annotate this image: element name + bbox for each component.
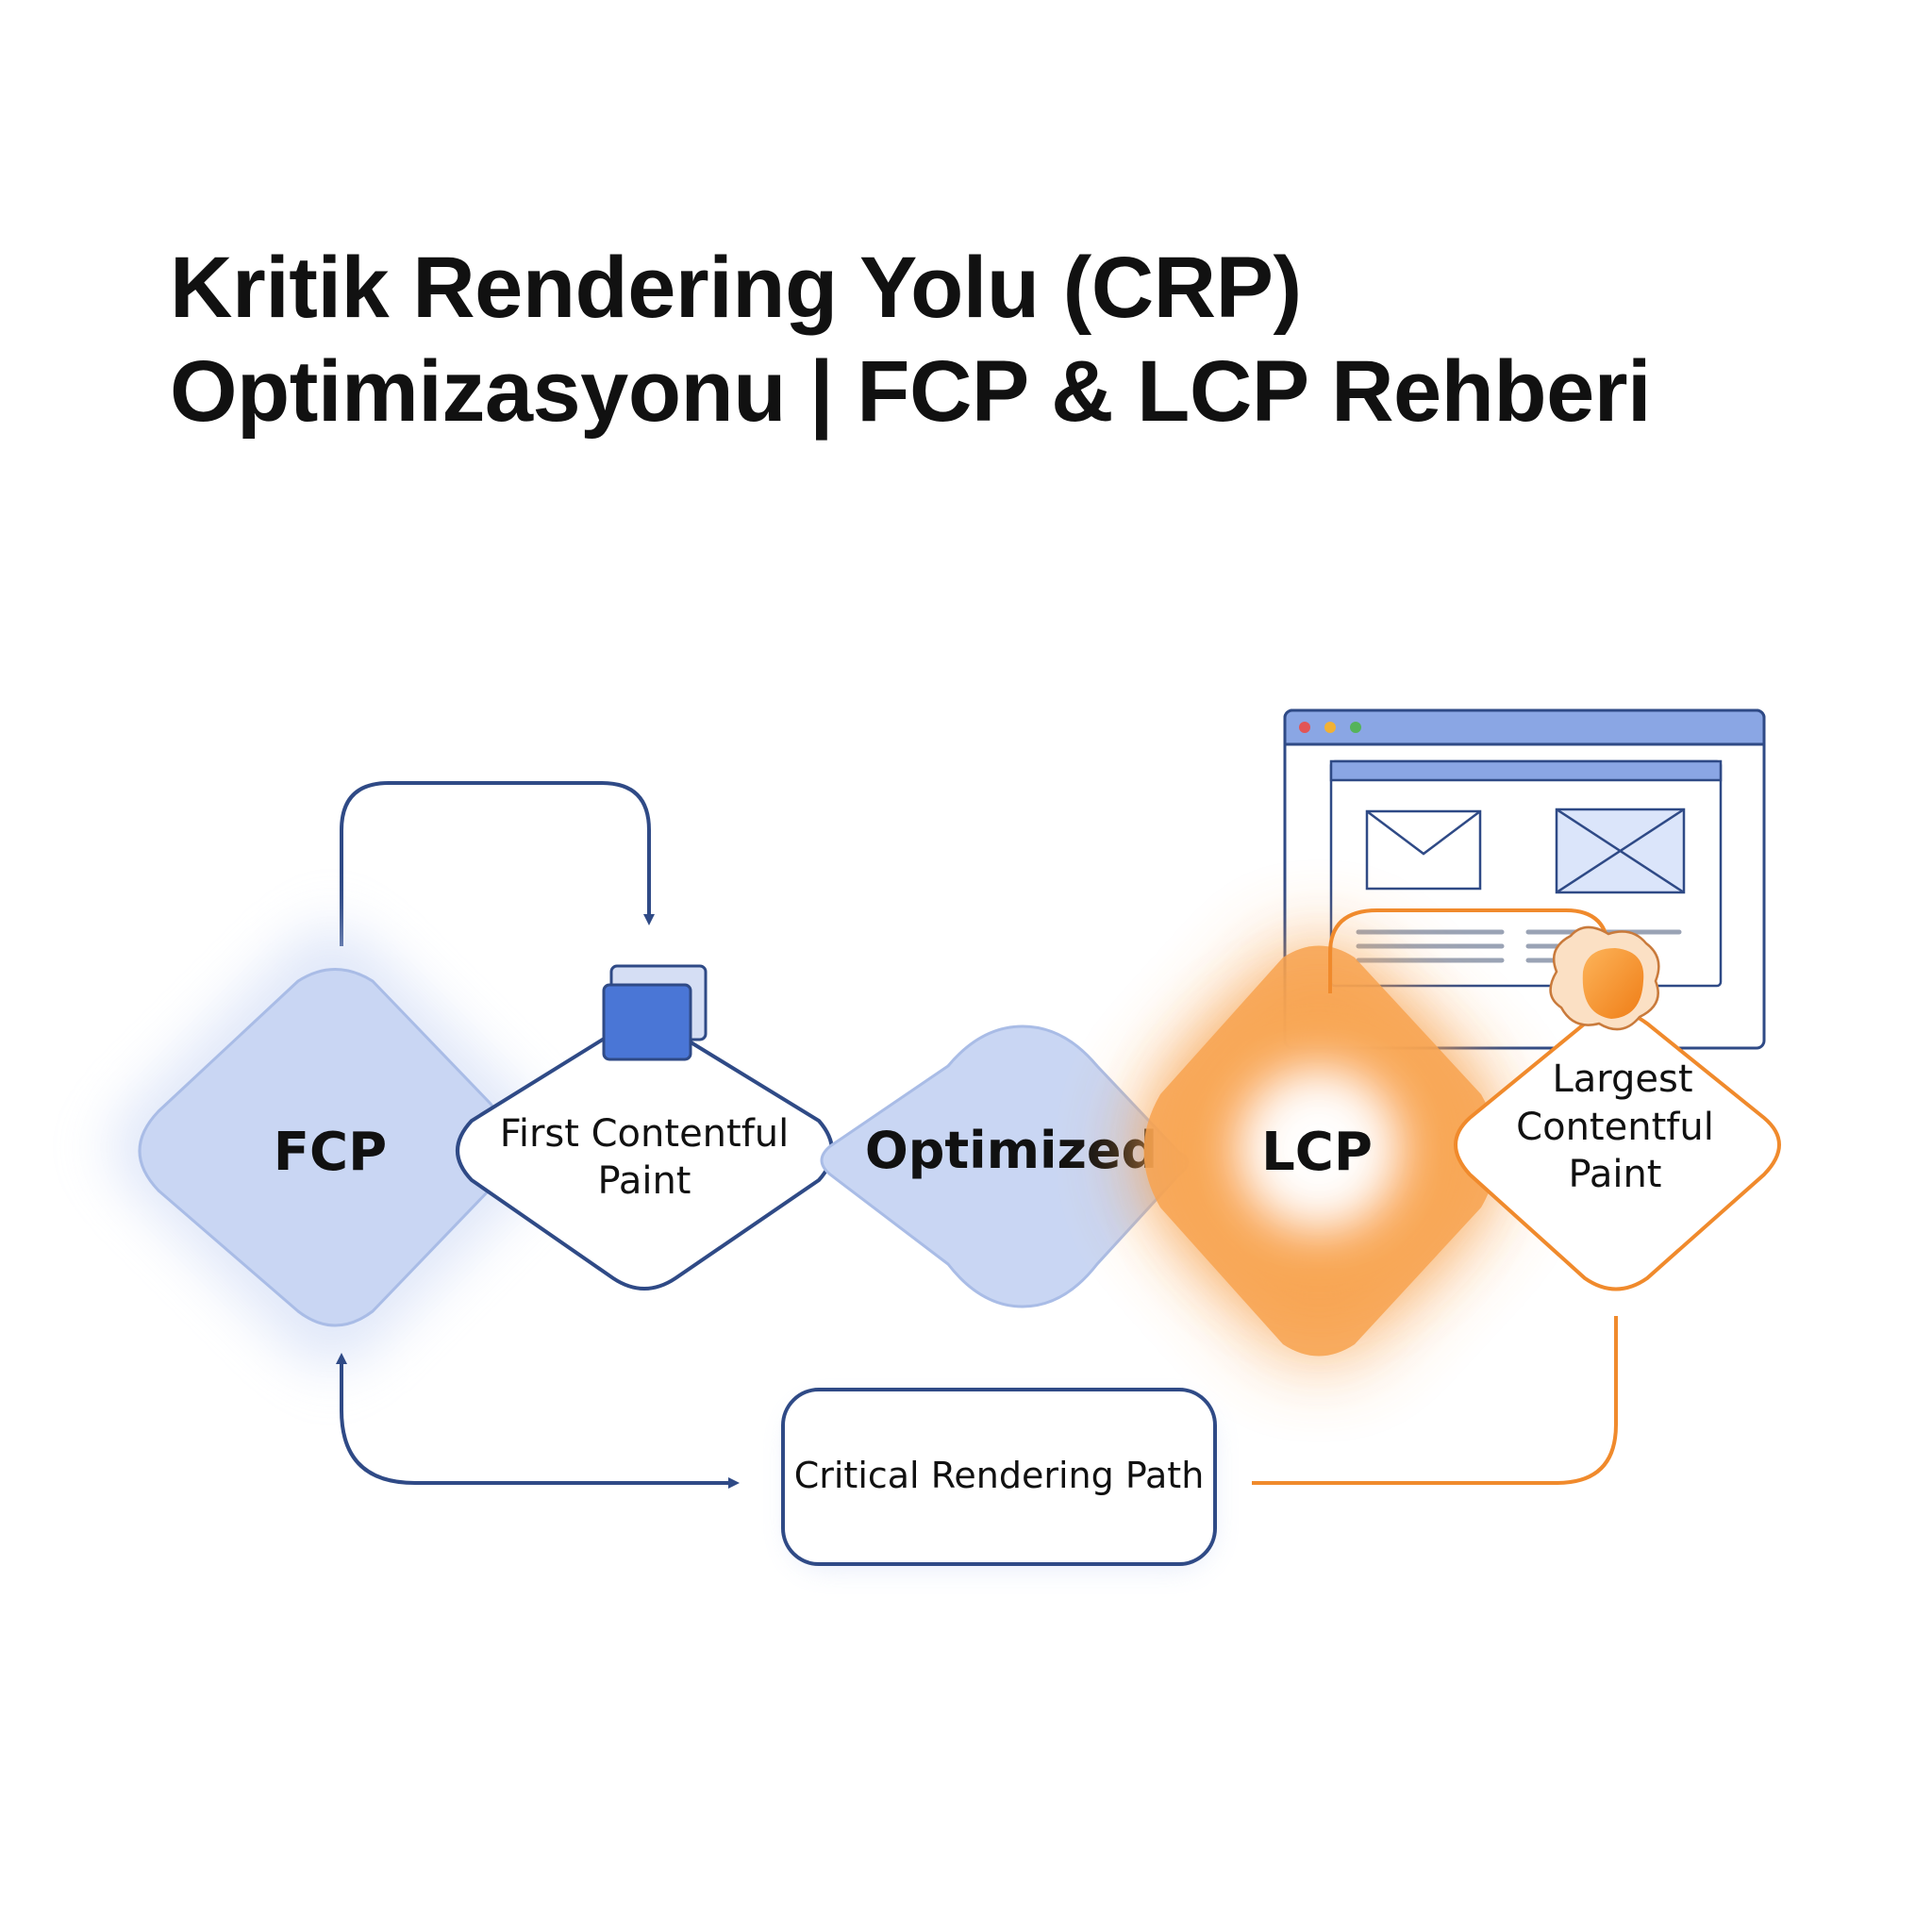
stacked-squares-icon [602, 964, 708, 1061]
first-contentful-paint-node: First Contentful Paint [456, 1021, 834, 1291]
window-minimize-dot [1324, 722, 1336, 733]
window-maximize-dot [1350, 722, 1361, 733]
crp-loop-arrow-up [336, 1353, 416, 1485]
page-title-line-1: Kritik Rendering Yolu (CRP) [170, 240, 1302, 336]
lcp-to-browser-connector [1328, 908, 1610, 993]
largest-contentful-paint-label-line-1: Largest [1552, 1058, 1692, 1101]
critical-rendering-path-label: Critical Rendering Path [794, 1455, 1205, 1496]
orange-blob-icon [1549, 925, 1660, 1031]
page-title-line-2: Optimizasyonu | FCP & LCP Rehberi [170, 343, 1652, 440]
lcp-node: LCP [1140, 945, 1498, 1357]
lcp-label: LCP [1261, 1122, 1373, 1183]
fcp-node: FCP [110, 926, 552, 1368]
optimized-node: Optimized [820, 1024, 1190, 1308]
browser-window-icon [1283, 708, 1766, 1050]
optimized-label: Optimized [865, 1121, 1158, 1180]
first-contentful-paint-label-line-1: First Contentful [500, 1112, 790, 1156]
page-title: Kritik Rendering Yolu (CRP) Optimizasyon… [170, 236, 1774, 443]
fcp-label: FCP [274, 1122, 387, 1183]
lcp-to-crp-connector [1252, 1316, 1618, 1485]
largest-contentful-paint-label-line-3: Paint [1569, 1153, 1662, 1196]
window-close-dot [1299, 722, 1310, 733]
first-contentful-paint-label-line-2: Paint [598, 1159, 691, 1203]
image-placeholder-left-icon [1365, 809, 1482, 891]
loop-arrow-top [340, 781, 655, 946]
largest-contentful-paint-label-line-2: Contentful [1516, 1106, 1714, 1149]
critical-rendering-path-box: Critical Rendering Path [781, 1388, 1217, 1569]
largest-contentful-paint-node: Largest Contentful Paint [1454, 1009, 1781, 1291]
image-placeholder-right-icon [1555, 808, 1686, 894]
